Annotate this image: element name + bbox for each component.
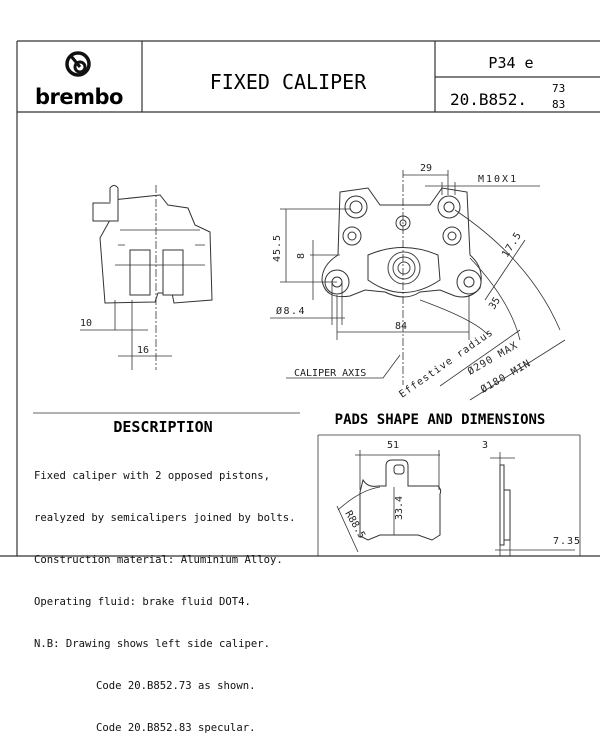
dim-mount-spacing-84: 84 [395,321,407,332]
technical-drawing-sheet: brembo FIXED CALIPER P34 e 20.B852. 73 8… [0,40,600,557]
caliper-side-view: 10 16 [80,185,213,370]
brembo-disc-icon [65,51,91,77]
brand-logo-text: brembo [35,85,123,109]
dim-radial-35: 35 [487,296,503,312]
pad-total-thickness-7-35: 7.35 [553,536,581,547]
pad-width-51: 51 [387,440,399,451]
page-title: FIXED CALIPER [210,70,367,94]
description-line: N.B: Drawing shows left side caliper. [34,638,270,650]
description-line: Operating fluid: brake fluid DOT4. [34,596,251,608]
brembo-emblem-icon [387,251,421,285]
description-line: Construction material: Aluminium Alloy. [34,554,283,566]
dim-thread-m10x1: M10X1 [478,174,518,185]
pad-height-33-4: 33.4 [394,496,405,520]
description-line: realyzed by semicalipers joined by bolts… [34,512,296,524]
dim-radial-17-5: 17.5 [500,230,524,260]
dim-side-10: 10 [80,318,92,329]
pads-diagram: 51 33.4 R88.5 3 7.35 [317,434,581,556]
caliper-axis-label: CALIPER AXIS [294,368,366,379]
dim-offset-8: 8 [296,253,307,259]
title-block [0,40,600,557]
caliper-front-view: 29 M10X1 45.5 8 17.5 35 Ø8.4 84 CALIPER … [270,163,566,400]
dim-hole-diameter: Ø8.4 [276,305,306,317]
dim-side-16: 16 [137,345,149,356]
part-code-variant-83: 83 [552,98,565,111]
dim-height-45-5: 45.5 [272,234,283,262]
pad-plate-thickness-3: 3 [482,440,488,451]
description-heading: DESCRIPTION [113,418,212,436]
part-code: 20.B852. [450,90,527,109]
description-text: Fixed caliper with 2 opposed pistons, re… [34,441,296,749]
description-line: Fixed caliper with 2 opposed pistons, [34,470,270,482]
brembo-logo: brembo [35,51,124,109]
description-line: Code 20.B852.83 specular. [96,722,256,734]
part-code-variant-73: 73 [552,82,565,95]
model-name: P34 e [488,54,533,72]
pads-heading: PADS SHAPE AND DIMENSIONS [335,412,546,428]
description-line: Code 20.B852.73 as shown. [96,680,256,692]
dim-bolt-spacing-29: 29 [420,163,432,174]
